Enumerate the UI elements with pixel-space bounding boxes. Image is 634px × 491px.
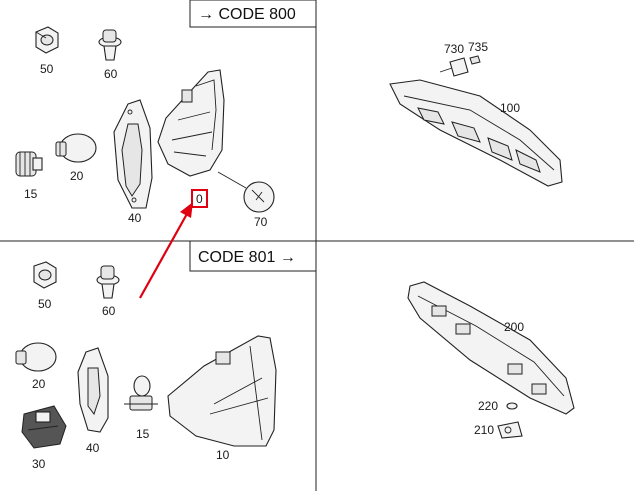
part-60-clip-icon[interactable] [98,29,122,61]
part-0-tail-lamp-icon[interactable] [157,69,225,177]
label-20-bottom: 20 [32,377,46,391]
part-220-bulb-icon[interactable] [506,402,518,410]
part-50-nut-icon[interactable] [35,26,59,54]
part-60-clip-bottom-icon[interactable] [96,265,120,299]
label-15-top: 15 [24,187,38,201]
label-20-top: 20 [70,169,84,183]
code-800-tag[interactable]: → CODE 800 [189,0,317,28]
label-40-top: 40 [128,211,142,225]
part-70-wrench-icon[interactable] [217,171,275,213]
code-801-tag[interactable]: CODE 801 → [189,240,317,272]
highlight-box-part-0 [191,189,208,208]
part-20-bulb-bottom-icon[interactable] [15,342,57,372]
part-20-bulb-icon[interactable] [55,133,97,163]
code-801-label: CODE 801 → [198,249,296,266]
part-15-socket-bottom-icon[interactable] [124,375,158,411]
part-10-tail-lamp-icon[interactable] [167,335,277,447]
part-15-socket-icon[interactable] [15,151,43,177]
label-0[interactable]: 0 [196,192,203,206]
label-50-top: 50 [40,62,54,76]
callout-arrow [139,202,193,299]
label-10: 10 [216,448,230,462]
part-100-trim-panel-icon[interactable] [389,79,563,187]
label-60-bottom: 60 [102,304,116,318]
label-70: 70 [254,215,268,229]
label-210: 210 [474,423,494,437]
label-220: 220 [478,399,498,413]
label-200: 200 [504,320,524,334]
part-200-trim-panel-icon[interactable] [407,281,575,415]
part-50-nut-bottom-icon[interactable] [33,261,57,289]
label-730: 730 [444,42,464,56]
part-30-bulb-holder-icon[interactable] [21,405,67,449]
label-50-bottom: 50 [38,297,52,311]
code-800-label: → CODE 800 [198,6,296,23]
part-210-lamp-holder-icon[interactable] [497,421,523,439]
label-60-top: 60 [104,67,118,81]
label-100: 100 [500,101,520,115]
part-730-735-fastener-icon[interactable] [439,55,481,77]
label-15-bottom: 15 [136,427,150,441]
label-30: 30 [32,457,46,471]
label-40-bottom: 40 [86,441,100,455]
label-735: 735 [468,40,488,54]
part-40-gasket-icon[interactable] [113,99,153,209]
part-40-gasket-bottom-icon[interactable] [77,347,109,433]
